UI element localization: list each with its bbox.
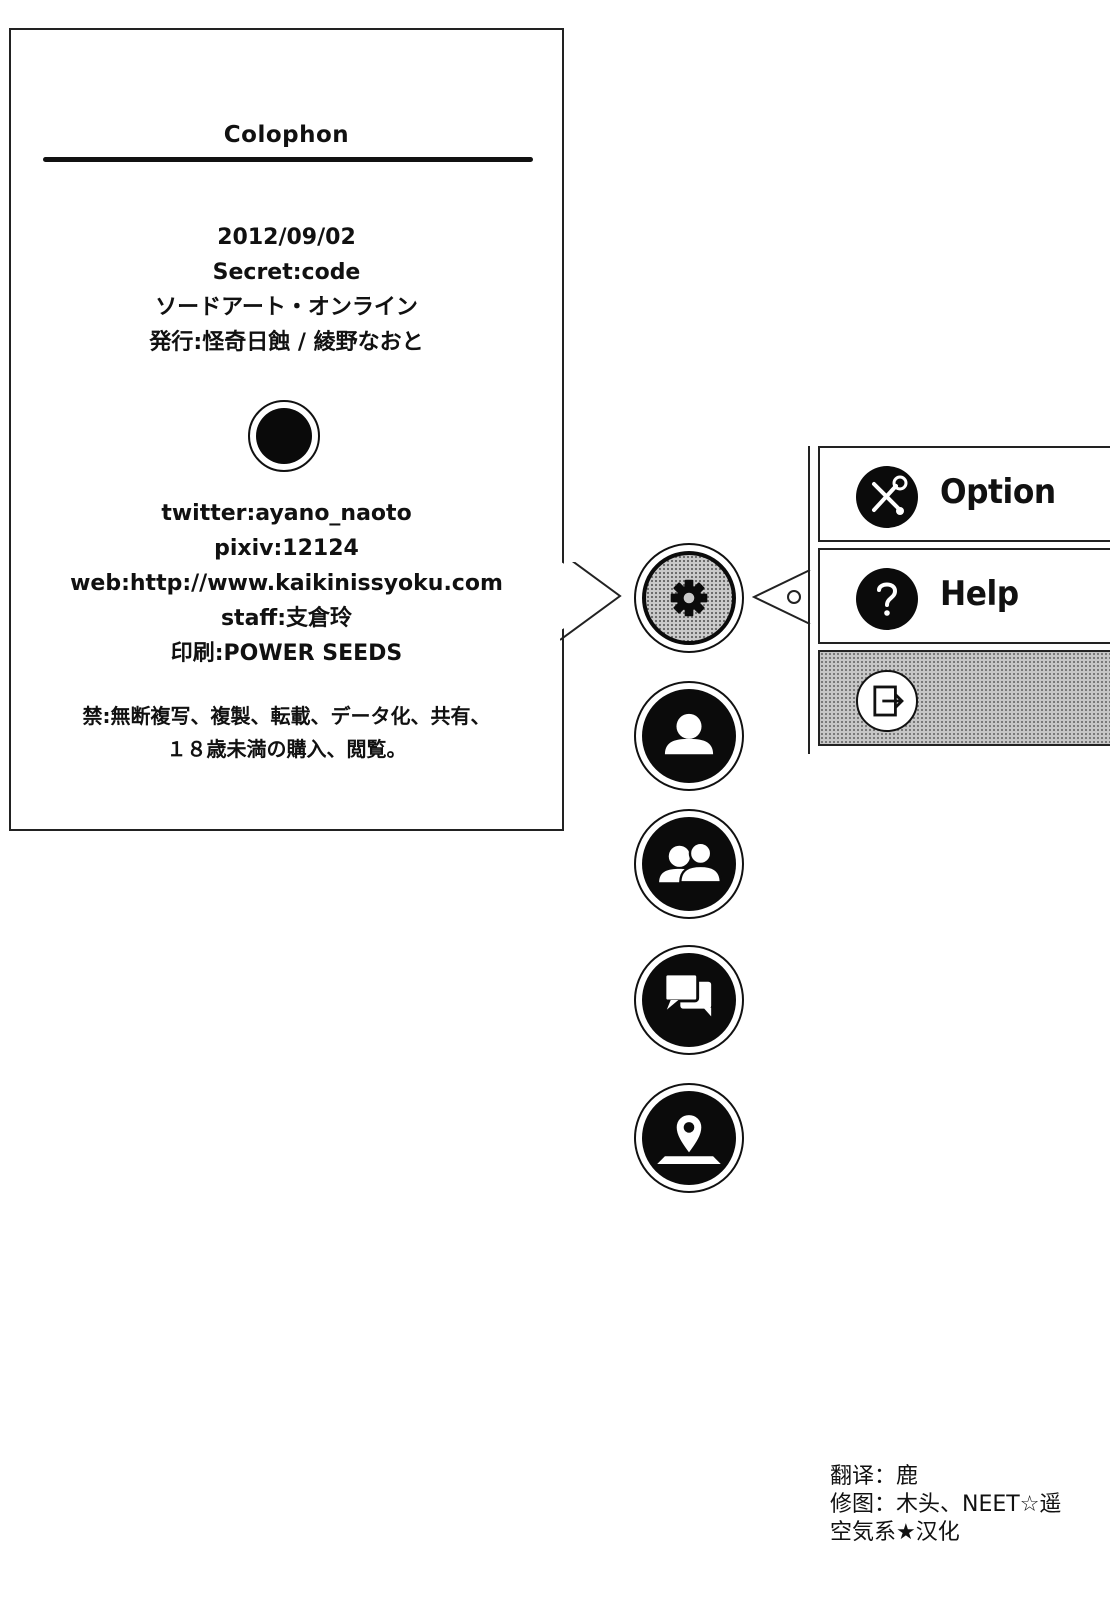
notice-line-1: 禁:無断複写、複製、転載、データ化、共有、 bbox=[82, 704, 491, 728]
friends-button[interactable] bbox=[634, 809, 744, 919]
series-name: ソードアート・オンライン bbox=[155, 295, 418, 320]
printer: 印刷:POWER SEEDS bbox=[170, 641, 403, 666]
gear-icon bbox=[670, 579, 708, 617]
twitter-handle: twitter:ayano_naoto bbox=[161, 501, 412, 526]
settings-menu: Option Help bbox=[808, 446, 1110, 754]
menu-pointer bbox=[752, 569, 811, 625]
colophon-panel: Colophon 2012/09/02 Secret:code ソードアート・オ… bbox=[9, 28, 564, 831]
publish-date: 2012/09/02 bbox=[217, 225, 356, 250]
chat-icon bbox=[663, 972, 712, 1017]
messages-button[interactable] bbox=[634, 945, 744, 1055]
map-pin-icon bbox=[657, 1112, 721, 1165]
pixiv-id: pixiv:12124 bbox=[214, 536, 359, 561]
colophon-title: Colophon bbox=[223, 122, 350, 148]
option-label: Option bbox=[940, 472, 1056, 512]
contact-info: twitter:ayano_naoto pixiv:12124 web:http… bbox=[11, 496, 562, 671]
question-icon bbox=[856, 568, 918, 630]
translation-credits: 翻译：鹿 修图：木头、NEET☆遥 空気系★汉化 bbox=[830, 1463, 1061, 1547]
publication-info: 2012/09/02 Secret:code ソードアート・オンライン 発行:怪… bbox=[11, 220, 562, 360]
website: web:http://www.kaikinissyoku.com bbox=[70, 571, 503, 596]
help-menu-item[interactable]: Help bbox=[818, 548, 1110, 644]
notice-line-2: １８歳未満の購入、閲覧。 bbox=[166, 737, 407, 761]
credit-editors: 修图：木头、NEET☆遥 bbox=[830, 1492, 1062, 1517]
user-icon bbox=[664, 713, 714, 755]
publisher: 発行:怪奇日蝕 / 綾野なおと bbox=[149, 330, 424, 355]
logout-menu-item[interactable] bbox=[818, 650, 1110, 746]
credit-translator: 翻译：鹿 bbox=[830, 1464, 919, 1489]
profile-button[interactable] bbox=[634, 681, 744, 791]
settings-button[interactable] bbox=[634, 543, 744, 653]
circle-logo bbox=[248, 400, 320, 472]
copyright-notice: 禁:無断複写、複製、転載、データ化、共有、 １８歳未満の購入、閲覧。 bbox=[11, 700, 562, 766]
logout-icon bbox=[856, 670, 918, 732]
title-underline bbox=[43, 157, 533, 162]
map-button[interactable] bbox=[634, 1083, 744, 1193]
users-icon bbox=[659, 841, 723, 884]
help-label: Help bbox=[940, 574, 1019, 614]
credit-group: 空気系★汉化 bbox=[830, 1520, 960, 1545]
book-title: Secret:code bbox=[212, 260, 361, 285]
wrench-screwdriver-icon bbox=[856, 466, 918, 528]
staff: staff:支倉玲 bbox=[220, 606, 353, 631]
panel-pointer bbox=[560, 562, 622, 641]
option-menu-item[interactable]: Option bbox=[818, 446, 1110, 542]
